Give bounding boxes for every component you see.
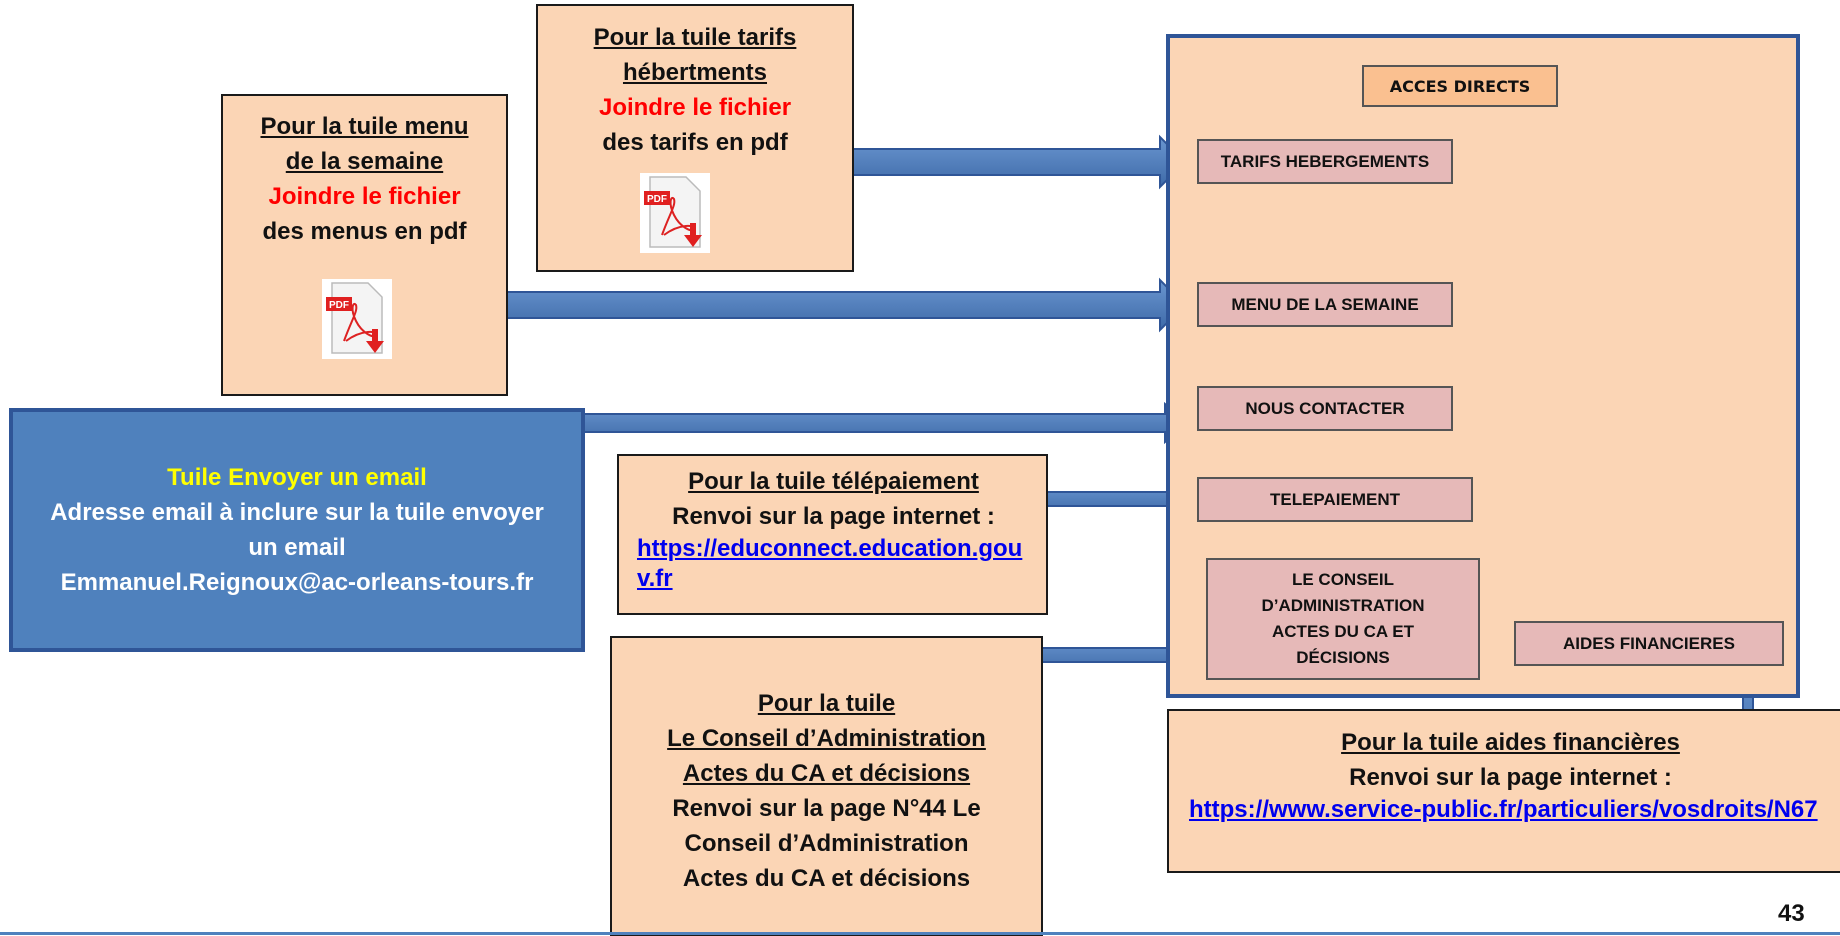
tile-nous-contacter[interactable]: NOUS CONTACTER [1197,386,1453,431]
conseil-line5: Conseil d’Administration [684,830,969,857]
tile-contact-label: NOUS CONTACTER [1245,398,1405,418]
tile-conseil-line3: ACTES DU CA ET [1272,622,1414,641]
tarifs-title-line2: hébertments [622,59,768,86]
tile-tarifs-label: TARIFS HEBERGEMENTS [1220,151,1430,171]
acces-directs-header: ACCES DIRECTS [1362,65,1558,107]
tarifs-title-line1: Pour la tuile tarifs [593,24,797,51]
footer-rule [0,932,1840,935]
menu-title-line1: Pour la tuile menu [260,113,469,140]
aides-instruction-box: Pour la tuile aides financières Renvoi s… [1167,709,1840,873]
svg-text:PDF: PDF [329,300,349,311]
conseil-instruction-box: Pour la tuile Le Conseil d’Administratio… [610,636,1043,936]
page-number: 43 [1778,900,1805,927]
tile-telepaiement[interactable]: TELEPAIEMENT [1197,477,1473,522]
tile-menu-label: MENU DE LA SEMAINE [1231,294,1419,314]
arrow-menu [506,277,1187,333]
tile-conseil-line2: D’ADMINISTRATION [1261,596,1425,615]
tile-tarifs-hebergements[interactable]: TARIFS HEBERGEMENTS [1197,139,1453,184]
conseil-line4: Renvoi sur la page N°44 Le [672,795,981,822]
menu-title-line2: de la semaine [285,148,444,175]
acces-directs-label: ACCES DIRECTS [1389,76,1531,96]
tile-conseil-line4: DÉCISIONS [1296,648,1390,667]
email-box-title: Tuile Envoyer un email [167,464,427,491]
telepaiement-line1: Renvoi sur la page internet : [672,503,995,530]
tile-aides-financieres[interactable]: AIDES FINANCIERES [1514,621,1784,666]
conseil-line1: Pour la tuile [757,690,896,717]
telepaiement-title: Pour la tuile télépaiement [688,468,979,495]
tile-conseil-administration[interactable]: LE CONSEIL D’ADMINISTRATION ACTES DU CA … [1206,558,1480,680]
tile-conseil-line1: LE CONSEIL [1291,570,1394,589]
conseil-line6: Actes du CA et décisions [682,865,971,892]
email-instruction-box: Tuile Envoyer un email Adresse email à i… [9,408,585,652]
arrow-contact [581,401,1190,445]
pdf-download-icon: PDF [640,173,710,253]
email-box-line1: Adresse email à inclure sur la tuile env… [50,499,544,526]
conseil-line3: Actes du CA et décisions [682,760,971,787]
tile-menu-semaine[interactable]: MENU DE LA SEMAINE [1197,282,1453,327]
arrow-tarifs [851,134,1187,190]
pdf-download-icon: PDF [322,279,392,359]
tile-aides-label: AIDES FINANCIERES [1563,633,1735,653]
svg-text:PDF: PDF [647,194,667,205]
aides-line1: Renvoi sur la page internet : [1349,764,1672,791]
aides-link[interactable]: https://www.service-public.fr/particulie… [1189,796,1818,823]
tarifs-red-text: Joindre le fichier [598,94,792,121]
email-address: Emmanuel.Reignoux@ac-orleans-tours.fr [60,569,534,596]
menu-body-text: des menus en pdf [262,218,467,245]
aides-title: Pour la tuile aides financières [1341,729,1680,756]
conseil-line2: Le Conseil d’Administration [667,725,986,752]
telepaiement-instruction-box: Pour la tuile télépaiement Renvoi sur la… [617,454,1048,615]
tarifs-body-text: des tarifs en pdf [602,129,788,156]
menu-instruction-box: Pour la tuile menu de la semaine Joindre… [221,94,508,396]
email-box-line2: un email [248,534,346,561]
tile-telepaiement-label: TELEPAIEMENT [1269,489,1401,509]
menu-red-text: Joindre le fichier [268,183,461,210]
telepaiement-link[interactable]: https://educonnect.education.gouv.fr [637,535,1023,592]
